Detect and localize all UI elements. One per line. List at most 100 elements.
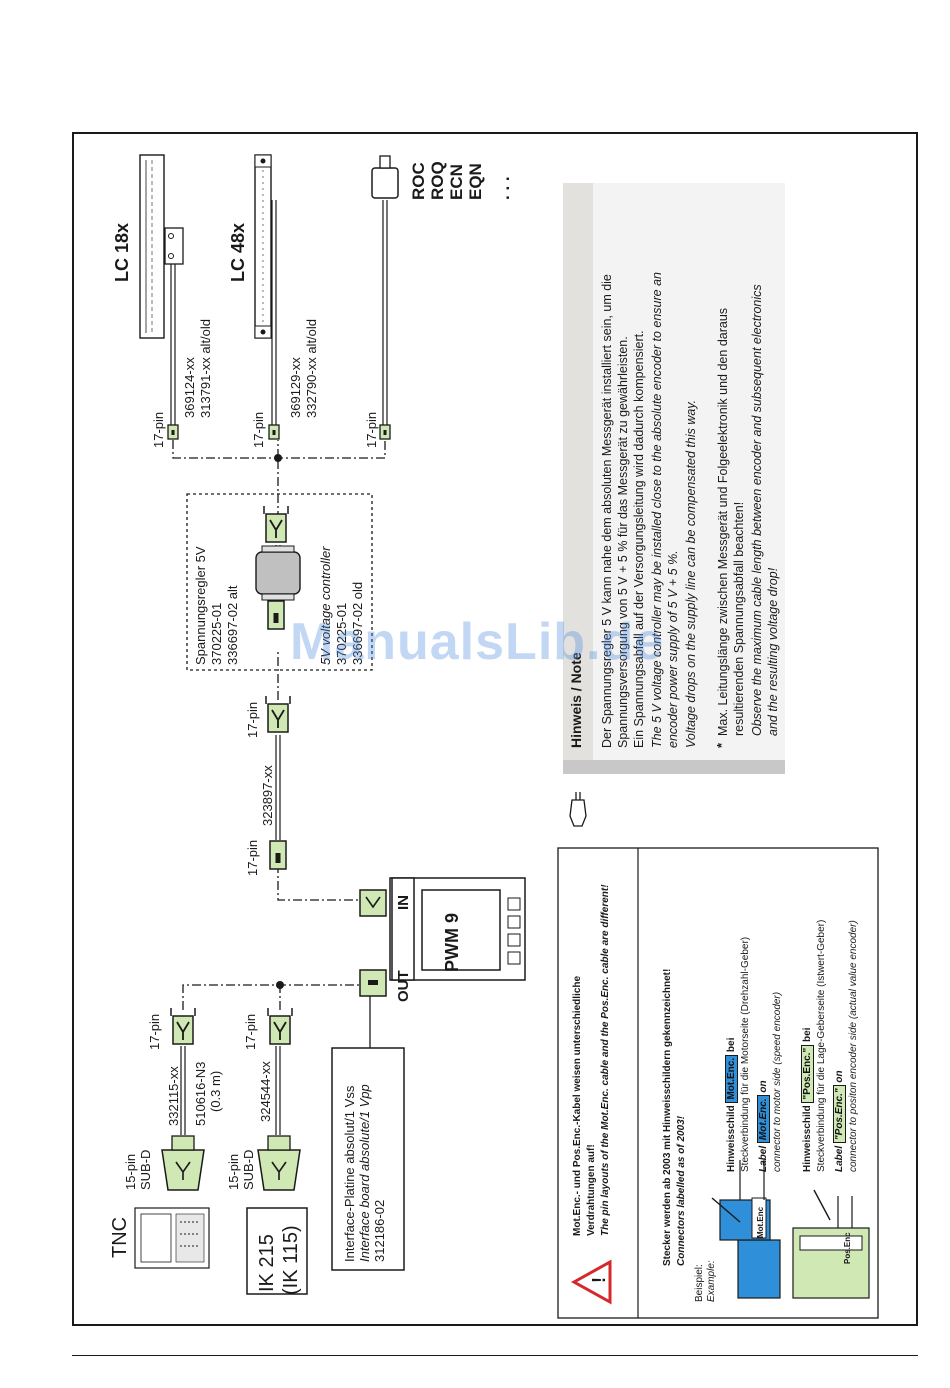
interface-board-box xyxy=(331,1047,405,1271)
regulator-old-id-label: 336697-02 alt xyxy=(225,585,240,665)
subd2-type-label: SUB-D xyxy=(241,1149,256,1190)
note-de-4: Max. Leitungslänge zwischen Messgerät un… xyxy=(716,307,730,736)
junction-dot xyxy=(274,454,282,462)
note-en-3: Voltage drops on the supply line can be … xyxy=(684,399,698,748)
pin17-label: 17-pin xyxy=(147,1013,162,1050)
lc18-cable-old-id: 313791-xx alt/old xyxy=(198,318,213,418)
ik115-label: (IK 115) xyxy=(280,1225,302,1295)
pos-enc-connector-illustration xyxy=(792,1189,870,1299)
mot-de-desc: Steckverbindung für die Motorseite (Dreh… xyxy=(740,936,751,1172)
tnc-label: TNC xyxy=(109,1216,131,1258)
regulator-de-label: Spannungsregler 5V xyxy=(193,546,208,665)
note-bar xyxy=(563,760,785,774)
ecn-label: ECN xyxy=(447,164,466,200)
stecker-line-de: Stecker werden ab 2003 mit Hinweisschild… xyxy=(662,968,673,1266)
warning-line-1: Mot.Enc.- und Pos.Enc.-Kabel weisen unte… xyxy=(572,975,583,1236)
roc-label: ROC xyxy=(409,162,428,200)
subd2-pin-label: 15-pin xyxy=(226,1153,241,1190)
note-en-2: encoder power supply of 5 V + 5 %. xyxy=(666,550,680,748)
cable-332115-label: 332115-xx xyxy=(166,1066,181,1126)
mot-label-line: Label Mot.Enc. on xyxy=(757,1080,770,1172)
note-de-5: resultierenden Spannungsabfall beachten! xyxy=(732,501,746,736)
ik215-label: IK 215 xyxy=(256,1234,278,1292)
note-en-4: Observe the maximum cable length between… xyxy=(750,284,764,736)
mot-enc-tag: Mot.Enc xyxy=(756,1206,765,1238)
mot-enc-badge: Mot.Enc. xyxy=(725,1054,738,1103)
warning-line-2: Verdrahtungen auf! xyxy=(586,1144,597,1236)
warning-icon: ! xyxy=(570,1259,612,1305)
mot-enc-connector-illustration xyxy=(711,1160,781,1299)
ellipsis-label: . . . xyxy=(494,176,513,200)
pin17-label: 17-pin xyxy=(151,411,166,448)
interface-board-en: Interface board absolute/1 Vpp xyxy=(357,1084,372,1262)
footer-rule xyxy=(72,1355,918,1356)
mot-hint-line: Hinweisschild Mot.Enc. bei xyxy=(725,1037,738,1172)
interface-board-id: 312186-02 xyxy=(372,1199,387,1262)
interface-board-de: Interface-Platine absolut/1 Vss xyxy=(342,1085,357,1262)
lc18-cable-id: 369124-xx xyxy=(182,357,197,418)
lc48-cable-id: 369129-xx xyxy=(288,357,303,418)
pwm9-in-label: IN xyxy=(395,895,412,910)
cable-510616-label: 510616-N3 xyxy=(193,1061,208,1126)
warning-line-3: The pin layouts of the Mot.Enc. cable an… xyxy=(600,884,611,1236)
pwm9-out-label: OUT xyxy=(395,970,412,1002)
connector xyxy=(167,424,179,440)
pwm9-device xyxy=(359,877,526,997)
connector xyxy=(268,424,280,440)
roq-label: ROQ xyxy=(428,161,447,200)
voltage-regulator-box xyxy=(186,493,373,671)
subd-connector xyxy=(161,1135,205,1191)
note-en-1: The 5 V voltage controller may be instal… xyxy=(650,272,664,748)
voltage-regulator-icon xyxy=(255,545,301,601)
pwm9-label: PWM 9 xyxy=(442,912,462,972)
pointing-hand-icon xyxy=(569,792,587,827)
mot-enc-badge-en: Mot.Enc. xyxy=(757,1095,770,1144)
svg-text:!: ! xyxy=(589,1277,609,1283)
beispiel-label: Beispiel: xyxy=(694,1264,705,1302)
watermark: ManualsLib.de xyxy=(290,613,665,671)
diagram-frame xyxy=(72,132,918,1326)
note-asterisk: * xyxy=(714,742,729,748)
pin17-label: 17-pin xyxy=(364,411,379,448)
note-en-5: and the resulting voltage drop! xyxy=(766,567,780,736)
stecker-line-en: Connectors labelled as of 2003! xyxy=(676,1115,687,1266)
eqn-label: EQN xyxy=(466,163,485,200)
note-de-2: Spannungsversorgung von 5 V + 5 % für da… xyxy=(616,336,630,748)
connector xyxy=(170,1007,196,1045)
pin17-label: 17-pin xyxy=(243,1013,258,1050)
note-panel-bg xyxy=(563,183,785,773)
pos-enc-badge: "Pos.Enc." xyxy=(801,1044,814,1103)
rotary-encoder-icon xyxy=(371,155,399,199)
pos-enc-badge-en: "Pos.Enc." xyxy=(833,1085,846,1144)
connector xyxy=(379,424,391,440)
note-de-3: Ein Spannungsabfall auf der Versorgungsl… xyxy=(632,330,646,748)
connector xyxy=(269,840,287,870)
subd-connector xyxy=(257,1135,301,1191)
connector xyxy=(265,695,291,733)
connector xyxy=(267,600,285,630)
connector xyxy=(263,505,289,543)
connector xyxy=(267,1007,293,1045)
pos-hint-line: Hinweisschild "Pos.Enc." bei xyxy=(801,1027,814,1172)
lc48x-label: LC 48x xyxy=(228,222,248,282)
lc18x-label: LC 18x xyxy=(112,222,132,282)
lc18x-scale xyxy=(139,154,184,339)
pos-label-line: Label "Pos.Enc." on xyxy=(833,1070,846,1172)
mot-en-desc: connector to motor side (speed encoder) xyxy=(772,991,783,1172)
pin17-label: 17-pin xyxy=(245,701,260,738)
pin17-label: 17-pin xyxy=(245,839,260,876)
subd1-type-label: SUB-D xyxy=(138,1149,153,1190)
regulator-id-label: 370225-01 xyxy=(209,602,224,665)
pos-de-desc: Steckverbindung für die Lage-Geberseite … xyxy=(816,919,827,1172)
note-de-1: Der Spannungsregler 5 V kann nahe dem ab… xyxy=(600,274,614,748)
lc48-cable-old-id: 332790-xx alt/old xyxy=(304,318,319,418)
pos-enc-tag: Pos.Enc xyxy=(843,1232,852,1264)
note-title-band xyxy=(563,183,593,760)
pin17-label: 17-pin xyxy=(251,411,266,448)
tnc-device-icon xyxy=(134,1207,210,1269)
junction-dot xyxy=(276,981,284,989)
cable-length-label: (0.3 m) xyxy=(208,1070,223,1112)
lc48x-scale xyxy=(254,154,272,339)
cable-323897-label: 323897-xx xyxy=(260,765,275,826)
